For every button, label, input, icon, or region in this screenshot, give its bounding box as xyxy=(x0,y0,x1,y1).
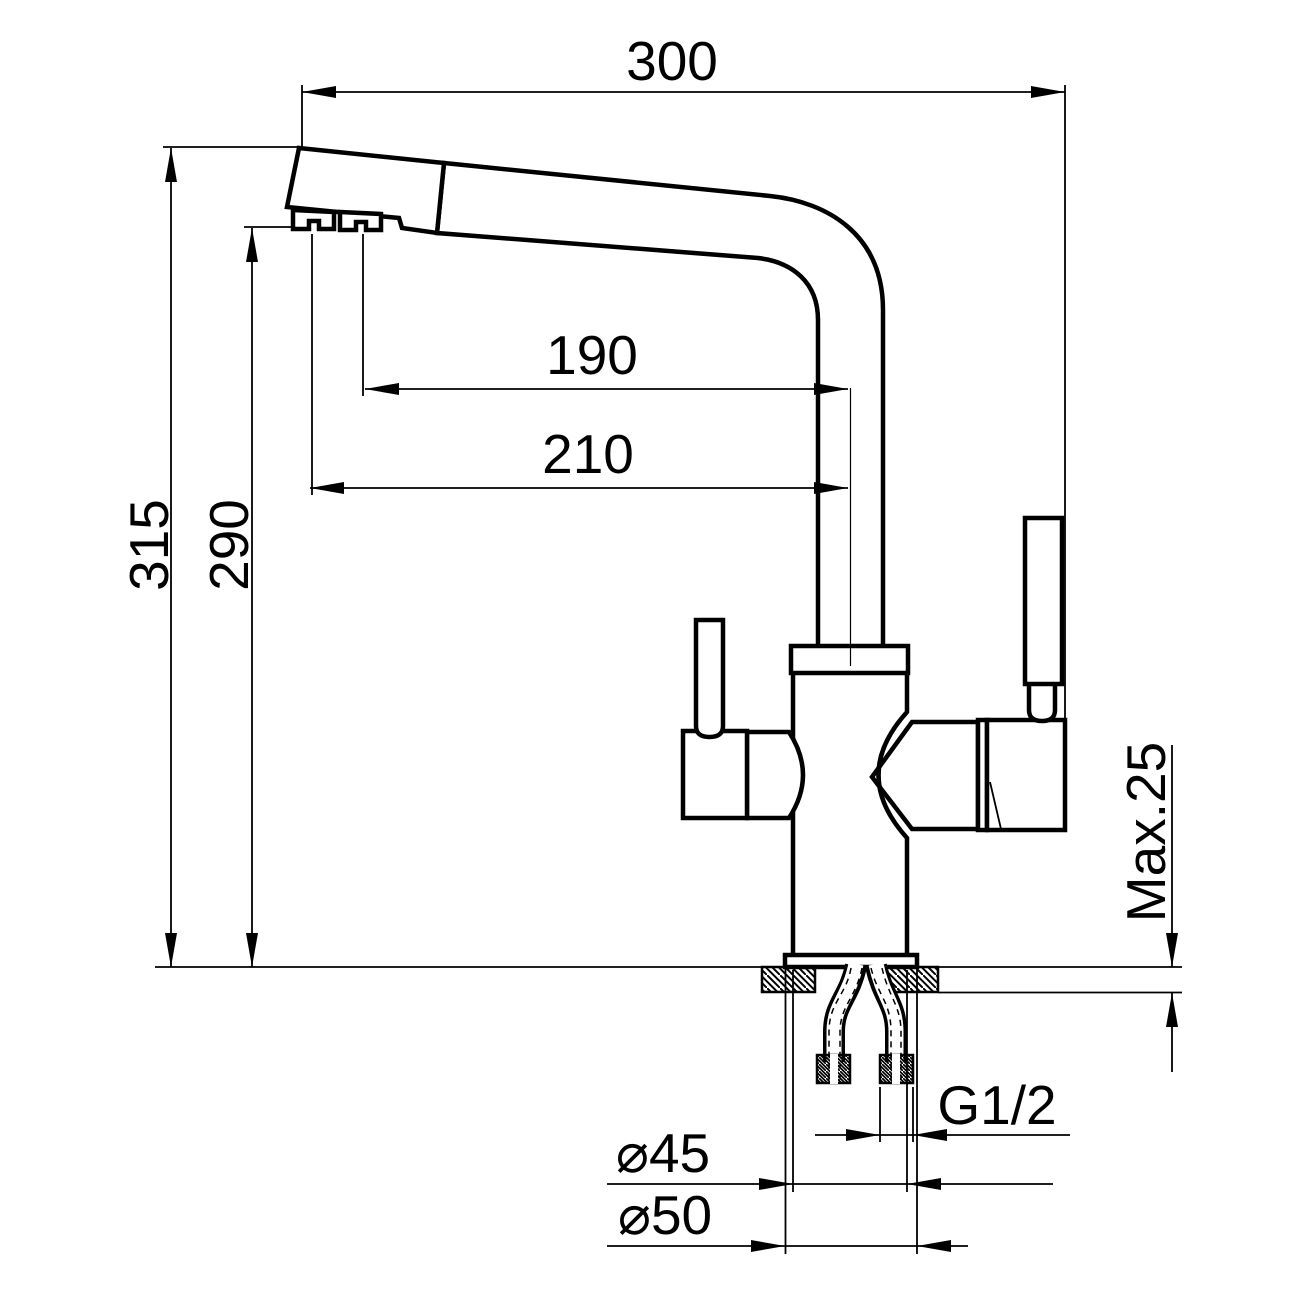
arrow-315-top-icon xyxy=(165,148,177,182)
right-hose-dash-1 xyxy=(870,967,892,1080)
arrow-d50-left-icon xyxy=(751,1240,785,1252)
arrow-300-right-icon xyxy=(1031,86,1065,98)
arrow-315-bottom-icon xyxy=(165,933,177,967)
right-valve-cap xyxy=(984,717,1068,833)
dimension-labels: 300 190 210 315 290 Max.25 G1/2 ⌀45 ⌀50 xyxy=(118,30,1177,1246)
arrow-g12-left-icon xyxy=(846,1129,880,1141)
dimension-lines xyxy=(163,85,1178,1254)
arrow-max25-bottom-icon xyxy=(1166,993,1178,1027)
body-collar xyxy=(788,643,911,676)
countertop-hatch-left xyxy=(760,965,817,994)
dim-connection-thread-label: G1/2 xyxy=(937,1074,1056,1136)
right-lever-neck xyxy=(1026,679,1058,724)
dim-spout-tip-reach-label: 210 xyxy=(542,423,634,485)
countertop-hatch-right xyxy=(883,965,940,994)
countertop-section xyxy=(155,965,1182,994)
aerator-tooth-1 xyxy=(290,207,337,232)
arrow-210-right-icon xyxy=(814,482,848,494)
right-hose-bore xyxy=(892,1054,900,1084)
left-valve-cone xyxy=(744,729,806,821)
left-hose-bore xyxy=(830,1054,838,1084)
left-hose-dash-2 xyxy=(839,967,863,1080)
arrow-g12-right-icon xyxy=(913,1129,947,1141)
right-valve-cap-line xyxy=(989,781,1002,830)
arrow-190-left-icon xyxy=(365,383,399,395)
left-lever xyxy=(693,617,726,740)
dim-spout-height-label: 290 xyxy=(198,499,260,591)
supply-hoses xyxy=(815,962,915,1085)
arrow-300-left-icon xyxy=(302,86,336,98)
arrow-290-bottom-icon xyxy=(246,933,258,967)
spout-head xyxy=(284,145,447,236)
spout-tube xyxy=(434,160,886,651)
dim-aerator-reach-label: 190 xyxy=(546,324,638,386)
left-hose-dash-1 xyxy=(828,967,852,1080)
arrow-d45-right-icon xyxy=(907,1178,941,1190)
right-hose-core xyxy=(868,962,904,1062)
aerator-tooth-2 xyxy=(337,209,384,233)
dim-spout-reach-label: 300 xyxy=(626,30,718,92)
dim-overall-height-label: 315 xyxy=(118,499,180,591)
dim-base-diameter-label: ⌀50 xyxy=(618,1184,712,1246)
right-lever xyxy=(1022,515,1065,687)
arrow-190-right-icon xyxy=(814,383,848,395)
arrow-d45-left-icon xyxy=(759,1178,793,1190)
faucet-outline xyxy=(284,145,1068,970)
right-hose-dash-2 xyxy=(881,967,902,1080)
arrow-290-top-icon xyxy=(246,228,258,262)
arrow-d50-right-icon xyxy=(917,1240,951,1252)
arrow-210-left-icon xyxy=(310,482,344,494)
dim-max-counter-thickness-label: Max.25 xyxy=(1115,742,1177,922)
left-hose-core xyxy=(826,962,864,1062)
left-valve-cap xyxy=(680,728,750,821)
body-column xyxy=(790,673,910,955)
dim-body-diameter-label: ⌀45 xyxy=(616,1122,710,1184)
arrow-max25-top-icon xyxy=(1166,933,1178,967)
